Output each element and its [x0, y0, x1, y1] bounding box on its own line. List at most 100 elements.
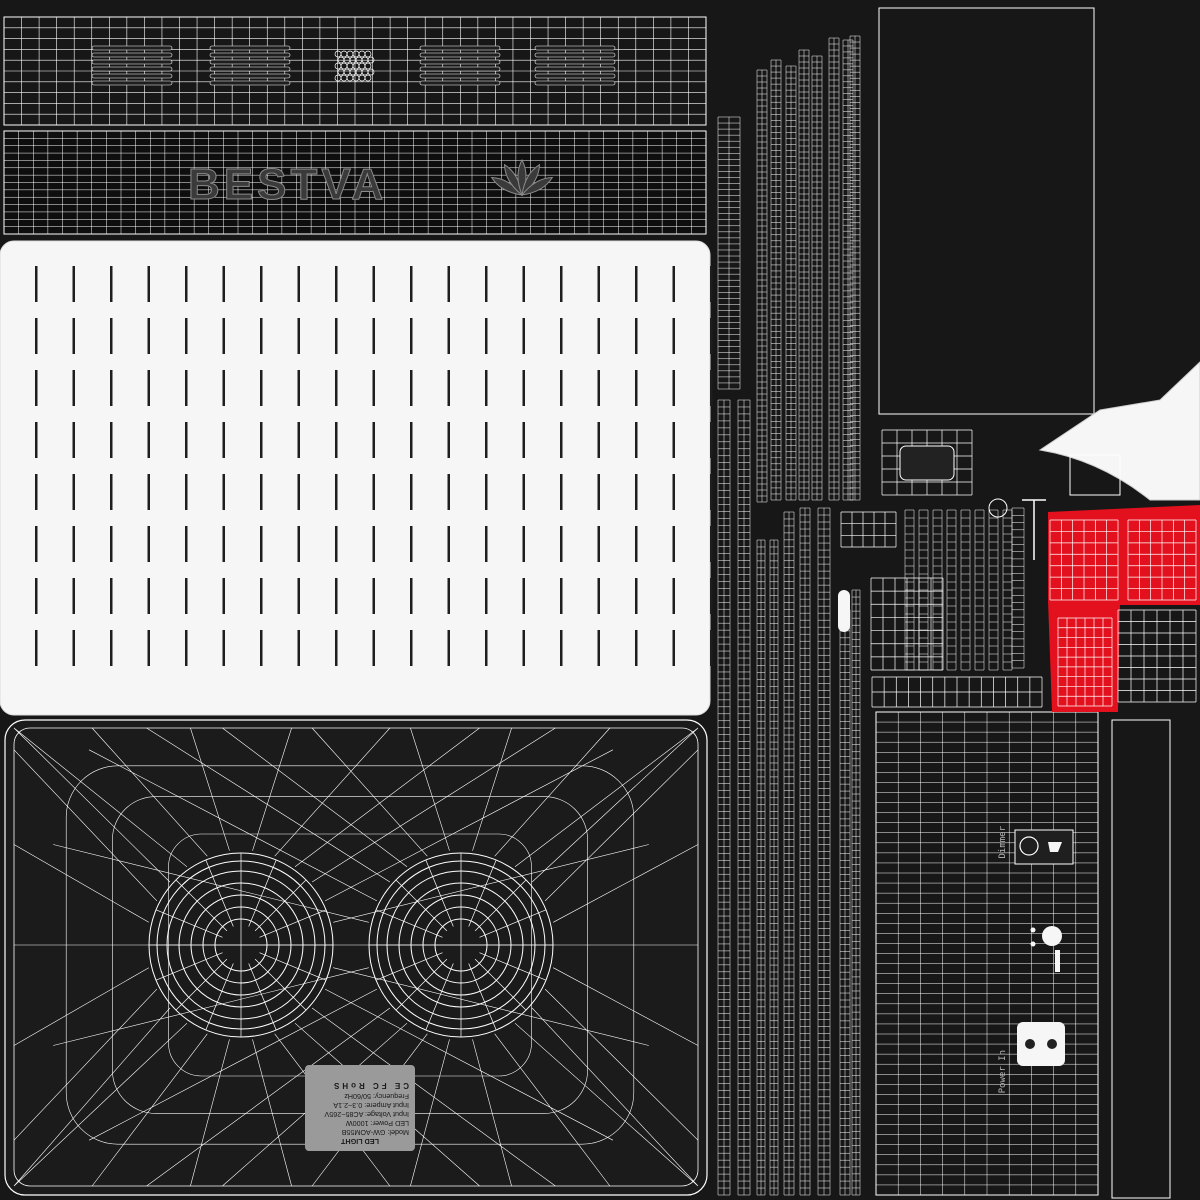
edge-strip: [770, 59, 782, 501]
panel-slot: [260, 474, 263, 510]
panel-slot: [35, 630, 38, 666]
panel-slot: [560, 578, 563, 614]
panel-slot: [485, 474, 488, 510]
panel-slot: [672, 630, 675, 666]
fan-spokes: [149, 853, 333, 1037]
socket-hole: [1047, 1039, 1057, 1049]
panel-slot: [485, 318, 488, 354]
edge-strip: [785, 65, 797, 501]
dimmer-port-icon: [1019, 836, 1039, 856]
panel-slot: [672, 318, 675, 354]
panel-slot: [522, 370, 525, 406]
panel-slot: [147, 578, 150, 614]
vertical-edge-strips: [717, 35, 861, 1196]
socket-hole: [1025, 1039, 1035, 1049]
vent-hole: [340, 74, 348, 82]
panel-slot: [35, 266, 38, 302]
panel-slot: [560, 422, 563, 458]
panel-slot: [335, 422, 338, 458]
fragment-detail: [1069, 454, 1121, 496]
panel-slot: [635, 630, 638, 666]
vent-slot: [419, 45, 501, 51]
panel-slot: [185, 474, 188, 510]
panel-slot: [72, 266, 75, 302]
panel-slot: [372, 526, 375, 562]
vent-slot: [534, 52, 616, 58]
fan-spokes: [369, 853, 553, 1037]
panel-slot: [35, 526, 38, 562]
panel-slot: [410, 422, 413, 458]
panel-slot: [560, 318, 563, 354]
panel-slot: [147, 318, 150, 354]
panel-slot: [410, 578, 413, 614]
vent-hole: [364, 62, 372, 70]
panel-slot: [72, 578, 75, 614]
panel-slot: [372, 630, 375, 666]
panel-slot: [597, 370, 600, 406]
panel-slot: [485, 630, 488, 666]
narrow-panel: [1111, 719, 1171, 1199]
panel-slot: [597, 526, 600, 562]
vent-slot: [534, 45, 616, 51]
panel-slot: [147, 526, 150, 562]
vent-hole: [334, 50, 342, 58]
panel-slot: [410, 266, 413, 302]
panel-slot: [35, 474, 38, 510]
spec-voltage: Input Voltage: AC85~265V: [324, 1110, 409, 1119]
panel-slot: [635, 318, 638, 354]
led-dot: [1030, 927, 1036, 933]
panel-slot: [110, 578, 113, 614]
panel-slot: [710, 422, 713, 458]
panel-slot: [222, 370, 225, 406]
top-vent-strip: [3, 16, 707, 126]
spec-frequency: Frequency: 50/60Hz: [344, 1092, 409, 1101]
side-panels: [875, 7, 1200, 1199]
vent-slot: [419, 80, 501, 86]
vent-hole: [367, 68, 375, 76]
switch-knob-icon: [1042, 926, 1062, 946]
vent-hole: [352, 50, 360, 58]
knob-ring: [988, 498, 1008, 518]
panel-slot: [560, 266, 563, 302]
panel-slot: [597, 474, 600, 510]
vent-hole: [355, 68, 363, 76]
vent-slot: [91, 59, 173, 65]
vent-slot: [91, 66, 173, 72]
panel-slot: [447, 318, 450, 354]
vent-hole: [340, 50, 348, 58]
edge-strip: [798, 49, 810, 501]
vent-slot: [209, 59, 291, 65]
panel-slot: [597, 318, 600, 354]
panel-slot: [672, 266, 675, 302]
panel-slot: [522, 266, 525, 302]
panel-slot: [147, 474, 150, 510]
panel-slot: [222, 318, 225, 354]
leaf-blade: [520, 176, 554, 196]
panel-slot: [260, 630, 263, 666]
panel-slot: [522, 526, 525, 562]
vent-slot: [419, 52, 501, 58]
small-parts: [838, 429, 1046, 708]
edge-strip: [849, 35, 861, 501]
panel-slot: [222, 526, 225, 562]
panel-slot: [635, 526, 638, 562]
panel-slot: [635, 266, 638, 302]
panel-slot: [447, 526, 450, 562]
panel-slot: [410, 526, 413, 562]
panel-slot: [222, 474, 225, 510]
spec-title: LED LIGHT: [341, 1137, 379, 1146]
panel-slot: [147, 370, 150, 406]
panel-slot: [522, 578, 525, 614]
thin-rail: [904, 509, 915, 671]
panel-slot: [335, 318, 338, 354]
white-fragment: [1038, 361, 1200, 501]
panel-slot: [447, 422, 450, 458]
edge-strip: [756, 69, 768, 503]
vent-hole: [358, 50, 366, 58]
panel-slot: [447, 630, 450, 666]
vent-hole: [334, 74, 342, 82]
panel-slot: [72, 318, 75, 354]
panel-slot: [560, 474, 563, 510]
edge-strip: [828, 37, 840, 501]
panel-slot: [410, 474, 413, 510]
